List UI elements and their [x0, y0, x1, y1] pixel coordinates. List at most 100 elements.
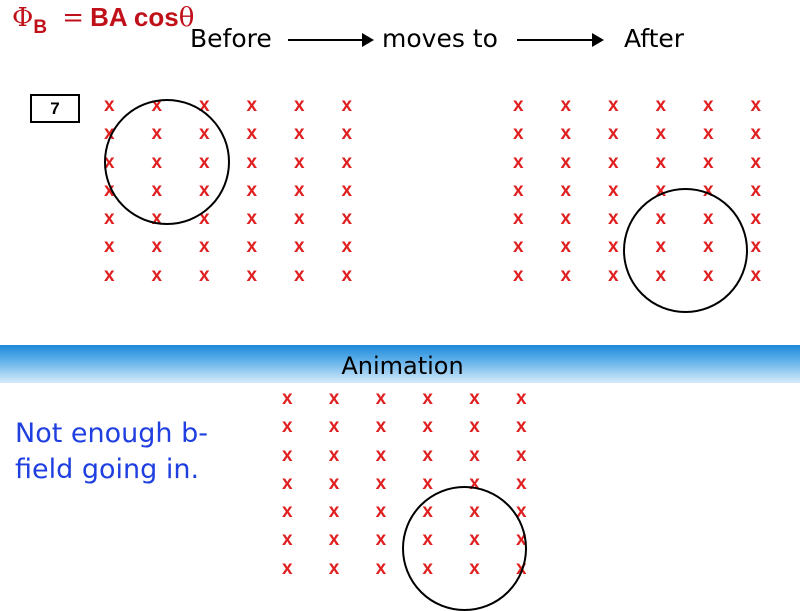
field-x-mark: x — [151, 236, 163, 258]
field-x-mark: x — [282, 472, 293, 494]
phi-symbol: Φ — [12, 3, 34, 33]
field-x-mark: x — [104, 264, 115, 286]
equals-sign: = — [62, 3, 85, 33]
field-x-mark: x — [282, 529, 293, 551]
field-x-mark: x — [703, 95, 714, 116]
field-x-mark: x — [199, 236, 210, 258]
field-x-mark: x — [375, 557, 387, 579]
field-x-mark: x — [560, 236, 572, 258]
field-x-mark: x — [608, 264, 619, 286]
field-x-mark: x — [341, 95, 353, 116]
field-x-mark: x — [199, 95, 210, 116]
field-x-mark: x — [750, 208, 762, 230]
field-x-mark: x — [513, 179, 524, 201]
field-x-mark: x — [515, 444, 527, 466]
after-loop-circle — [623, 188, 748, 313]
field-x-mark: x — [246, 95, 258, 116]
field-x-mark: x — [375, 388, 387, 409]
field-x-mark: x — [515, 472, 527, 494]
before-label: Before — [190, 24, 272, 53]
field-x-mark: x — [422, 416, 433, 438]
field-x-mark: x — [341, 264, 353, 286]
field-x-mark: x — [294, 208, 305, 230]
field-x-mark: x — [750, 151, 762, 173]
field-x-mark: x — [515, 501, 527, 523]
field-x-mark: x — [513, 123, 524, 145]
field-x-mark: x — [655, 151, 667, 173]
field-x-mark: x — [294, 95, 305, 116]
field-x-mark: x — [294, 179, 305, 201]
field-x-mark: x — [375, 444, 387, 466]
moves-to-label: moves to — [382, 24, 498, 53]
theta-symbol: θ — [178, 3, 195, 33]
field-x-mark: x — [515, 388, 527, 409]
field-x-mark: x — [282, 416, 293, 438]
field-x-mark: x — [703, 151, 714, 173]
field-x-mark: x — [608, 151, 619, 173]
after-label: After — [624, 24, 685, 53]
field-x-mark: x — [422, 388, 433, 409]
field-x-mark: x — [750, 236, 762, 258]
formula-rhs: BA cos — [90, 2, 179, 32]
phi-subscript: B — [33, 17, 48, 38]
field-x-mark: x — [375, 472, 387, 494]
animation-loop-circle — [402, 486, 527, 611]
field-x-mark: x — [469, 472, 480, 494]
field-x-mark: x — [328, 416, 340, 438]
field-x-mark: x — [328, 472, 340, 494]
field-x-mark: x — [151, 264, 163, 286]
field-x-mark: x — [282, 501, 293, 523]
field-x-mark: x — [328, 557, 340, 579]
animation-band — [0, 345, 800, 383]
field-x-mark: x — [282, 388, 293, 409]
field-x-mark: x — [655, 123, 667, 145]
field-x-mark: x — [104, 179, 115, 201]
field-x-mark: x — [282, 557, 293, 579]
field-x-mark: x — [294, 236, 305, 258]
field-x-mark: x — [513, 264, 524, 286]
field-x-mark: x — [608, 95, 619, 116]
field-x-mark: x — [341, 208, 353, 230]
field-x-mark: x — [560, 151, 572, 173]
field-x-mark: x — [104, 208, 115, 230]
field-x-mark: x — [513, 236, 524, 258]
field-x-mark: x — [375, 416, 387, 438]
field-x-mark: x — [655, 95, 667, 116]
field-x-mark: x — [375, 529, 387, 551]
field-x-mark: x — [703, 179, 714, 201]
field-x-mark: x — [469, 416, 480, 438]
field-x-mark: x — [750, 123, 762, 145]
field-x-mark: x — [750, 95, 762, 116]
field-x-mark: x — [608, 208, 619, 230]
field-x-mark: x — [104, 95, 115, 116]
field-x-mark: x — [199, 208, 210, 230]
field-x-mark: x — [246, 151, 258, 173]
field-x-mark: x — [246, 208, 258, 230]
before-loop-circle — [104, 99, 230, 225]
field-x-mark: x — [104, 236, 115, 258]
field-x-mark: x — [282, 444, 293, 466]
field-x-mark: x — [560, 264, 572, 286]
field-x-mark: x — [560, 123, 572, 145]
field-x-mark: x — [750, 264, 762, 286]
arrow-right-icon — [517, 33, 604, 47]
field-x-mark: x — [328, 388, 340, 409]
field-x-mark: x — [422, 444, 433, 466]
flux-formula: ΦB =BA cosθ — [12, 2, 195, 38]
field-x-mark: x — [246, 264, 258, 286]
field-x-mark: x — [513, 208, 524, 230]
field-x-mark: x — [341, 151, 353, 173]
field-x-mark: x — [246, 236, 258, 258]
field-x-mark: x — [750, 179, 762, 201]
field-x-mark: x — [341, 123, 353, 145]
field-x-mark: x — [608, 123, 619, 145]
field-x-mark: x — [422, 472, 433, 494]
field-x-mark: x — [469, 388, 480, 409]
arrow-right-icon — [288, 33, 374, 47]
field-x-mark: x — [515, 416, 527, 438]
field-x-mark: x — [375, 501, 387, 523]
field-x-mark: x — [513, 95, 524, 116]
field-x-mark: x — [513, 151, 524, 173]
field-x-mark: x — [294, 151, 305, 173]
field-x-mark: x — [341, 236, 353, 258]
